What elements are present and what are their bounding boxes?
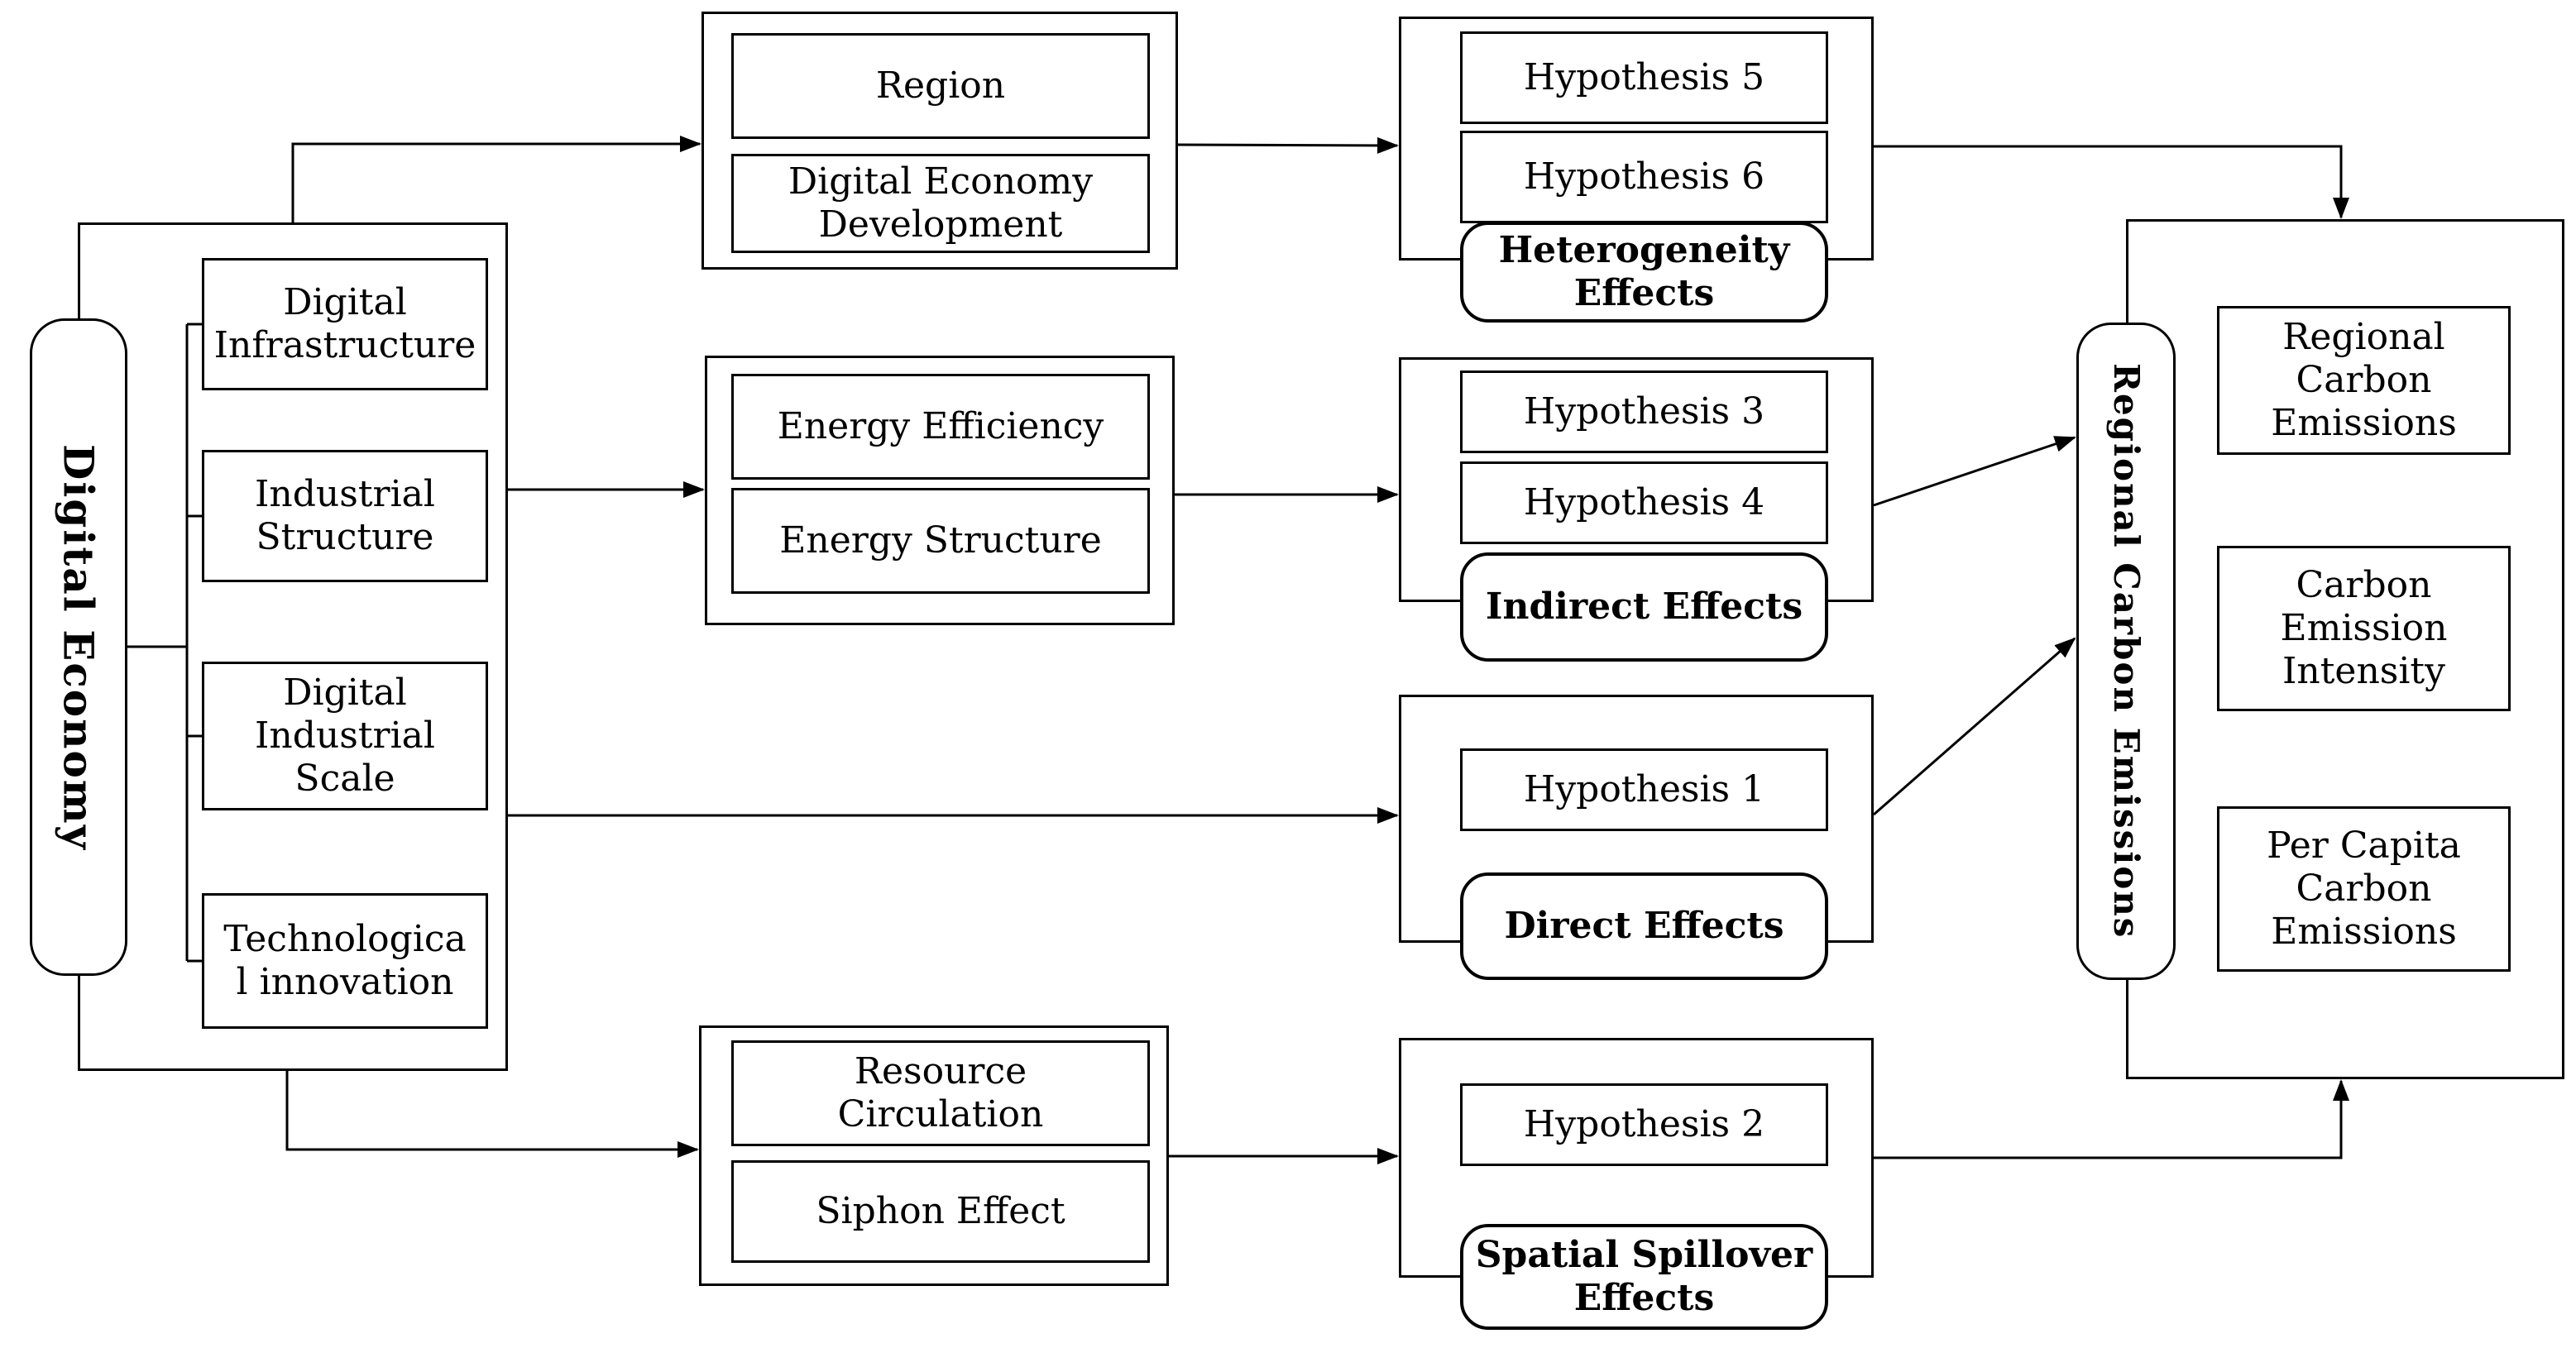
arrow-indirect-to-axis — [1873, 436, 2076, 507]
digital-economy-development-box: Digital Economy Development — [731, 154, 1150, 253]
arrow-heterogeneity-to-outcome — [1874, 145, 2349, 219]
per-capita-carbon-emissions-box: Per Capita Carbon Emissions — [2217, 806, 2511, 972]
direct-effects-label: Direct Effects — [1460, 872, 1828, 980]
energy-efficiency-box: Energy Efficiency — [731, 374, 1150, 480]
regional-carbon-emissions-axis-box: Regional Carbon Emissions — [2076, 323, 2176, 980]
hypothesis-4-box: Hypothesis 4 — [1460, 461, 1828, 544]
arrow-to-region-container — [291, 136, 701, 222]
heterogeneity-effects-label: Heterogeneity Effects — [1460, 222, 1828, 323]
arrow-region-to-heterogeneity — [1177, 136, 1399, 154]
arrow-direct-to-axis — [1873, 637, 2076, 816]
digital-infrastructure-box: Digital Infrastructure — [202, 258, 488, 390]
indirect-effects-label: Indirect Effects — [1460, 552, 1828, 662]
hypothesis-2-box: Hypothesis 2 — [1460, 1083, 1828, 1166]
regional-carbon-emissions-box: Regional Carbon Emissions — [2217, 306, 2511, 455]
siphon-effect-box: Siphon Effect — [731, 1160, 1150, 1263]
hypothesis-3-box: Hypothesis 3 — [1460, 370, 1828, 453]
arrow-spatial-to-outcome — [1874, 1079, 2349, 1159]
resource-circulation-box: Resource Circulation — [731, 1040, 1150, 1146]
digital-industrial-scale-box: Digital Industrial Scale — [202, 662, 488, 810]
industrial-structure-box: Industrial Structure — [202, 450, 488, 582]
technological-innovation-box: Technologica l innovation — [202, 893, 488, 1029]
carbon-emission-intensity-box: Carbon Emission Intensity — [2217, 546, 2511, 711]
hypothesis-1-box: Hypothesis 1 — [1460, 748, 1828, 831]
energy-structure-box: Energy Structure — [731, 488, 1150, 594]
hypothesis-6-box: Hypothesis 6 — [1460, 131, 1828, 223]
digital-economy-box: Digital Economy — [30, 318, 127, 976]
arrow-to-resource-container — [285, 1071, 699, 1158]
spatial-spillover-effects-label: Spatial Spillover Effects — [1460, 1224, 1828, 1330]
region-box: Region — [731, 33, 1150, 139]
hypothesis-5-box: Hypothesis 5 — [1460, 31, 1828, 124]
